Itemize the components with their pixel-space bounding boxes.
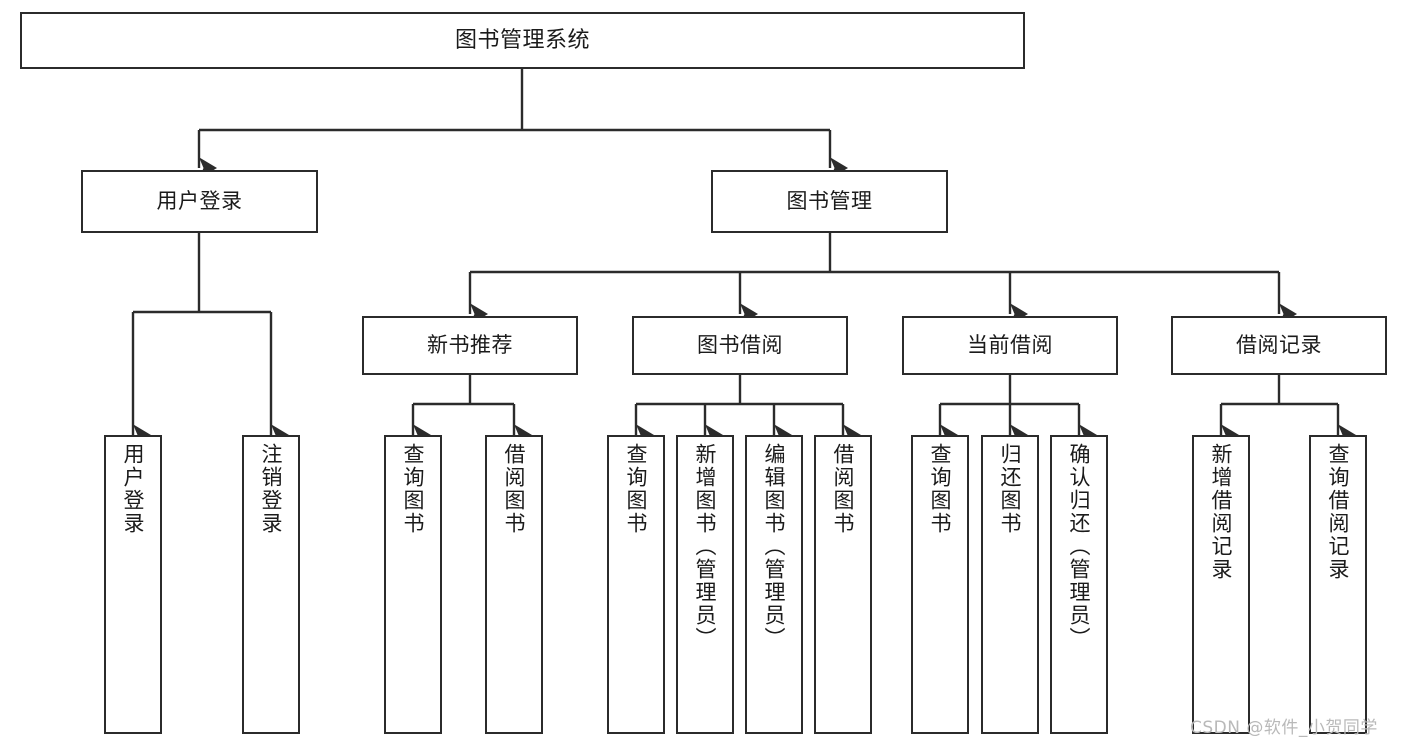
node-user-login[interactable]: 用户登录 [81, 170, 318, 233]
node-leaf-query-book-1-label: 查询图书 [401, 443, 426, 535]
node-leaf-query-book-3-label: 查询图书 [928, 443, 953, 535]
node-borrow-record-label: 借阅记录 [1236, 333, 1322, 358]
node-current-borrow-label: 当前借阅 [967, 333, 1053, 358]
node-root[interactable]: 图书管理系统 [20, 12, 1025, 69]
node-leaf-add-record[interactable]: 新增借阅记录 [1192, 435, 1250, 734]
node-leaf-query-record[interactable]: 查询借阅记录 [1309, 435, 1367, 734]
node-leaf-query-book-2[interactable]: 查询图书 [607, 435, 665, 734]
node-book-manage-label: 图书管理 [786, 189, 873, 214]
node-leaf-logout-label: 注销登录 [259, 443, 284, 535]
node-leaf-borrow-book-2[interactable]: 借阅图书 [814, 435, 872, 734]
node-leaf-logout[interactable]: 注销登录 [242, 435, 300, 734]
node-leaf-return-book[interactable]: 归还图书 [981, 435, 1039, 734]
node-leaf-confirm-return[interactable]: 确认归还（管理员） [1050, 435, 1108, 734]
node-leaf-add-record-label: 新增借阅记录 [1209, 443, 1234, 581]
node-leaf-add-book-label: 新增图书（管理员） [693, 443, 718, 650]
node-leaf-return-book-label: 归还图书 [998, 443, 1023, 535]
node-leaf-borrow-book-1-label: 借阅图书 [502, 443, 527, 535]
node-user-login-label: 用户登录 [156, 189, 243, 214]
watermark: CSDN @软件_小贺同学 [1190, 718, 1378, 738]
node-leaf-confirm-return-label: 确认归还（管理员） [1067, 443, 1092, 650]
node-leaf-user-login[interactable]: 用户登录 [104, 435, 162, 734]
node-leaf-query-book-3[interactable]: 查询图书 [911, 435, 969, 734]
node-root-label: 图书管理系统 [454, 27, 590, 53]
node-borrow-record[interactable]: 借阅记录 [1171, 316, 1387, 375]
node-leaf-query-book-2-label: 查询图书 [624, 443, 649, 535]
node-leaf-edit-book[interactable]: 编辑图书（管理员） [745, 435, 803, 734]
node-current-borrow[interactable]: 当前借阅 [902, 316, 1118, 375]
node-book-borrow-label: 图书借阅 [697, 333, 783, 358]
node-new-book-rec-label: 新书推荐 [427, 333, 513, 358]
node-leaf-query-book-1[interactable]: 查询图书 [384, 435, 442, 734]
node-book-borrow[interactable]: 图书借阅 [632, 316, 848, 375]
node-leaf-borrow-book-2-label: 借阅图书 [831, 443, 856, 535]
node-leaf-edit-book-label: 编辑图书（管理员） [762, 443, 787, 650]
node-leaf-query-record-label: 查询借阅记录 [1326, 443, 1351, 581]
node-book-manage[interactable]: 图书管理 [711, 170, 948, 233]
node-leaf-user-login-label: 用户登录 [121, 443, 146, 535]
node-new-book-rec[interactable]: 新书推荐 [362, 316, 578, 375]
node-leaf-add-book[interactable]: 新增图书（管理员） [676, 435, 734, 734]
node-leaf-borrow-book-1[interactable]: 借阅图书 [485, 435, 543, 734]
